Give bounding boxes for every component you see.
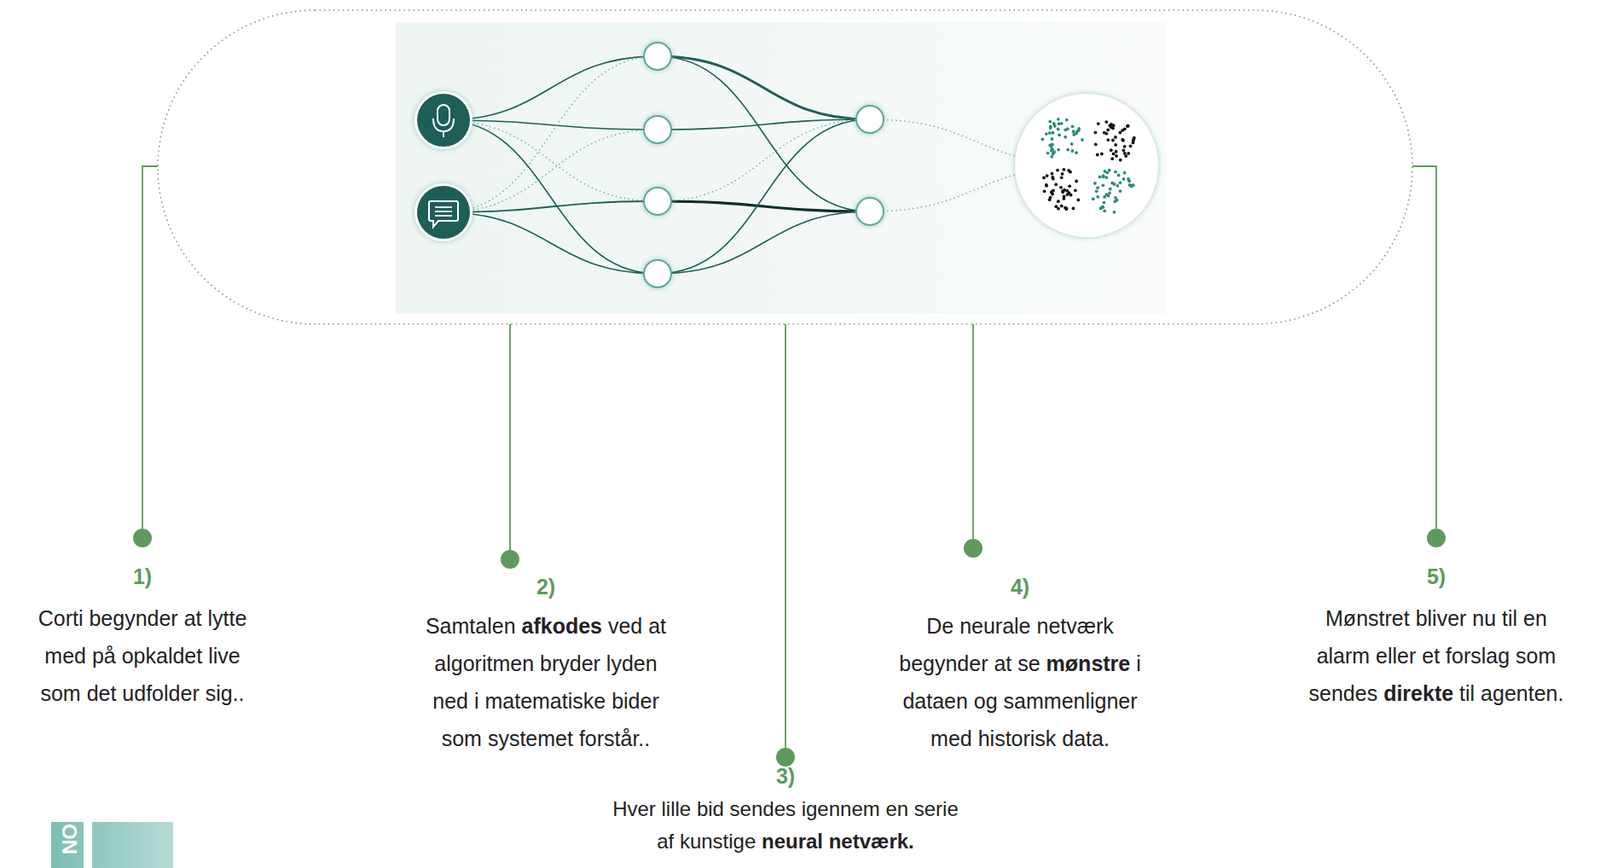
network-panel	[395, 22, 1166, 314]
cluster-plot	[1014, 93, 1159, 238]
callout-dot	[133, 528, 152, 548]
network-link	[443, 56, 658, 121]
callout-text: De neurale netværk begynder at se mønstr…	[898, 607, 1142, 758]
callout-number: 4)	[1010, 573, 1030, 600]
network-link	[657, 56, 870, 212]
neuron	[643, 260, 672, 288]
logo-bar	[83, 822, 93, 868]
neuron	[643, 115, 672, 144]
callout-number: 1)	[133, 563, 152, 590]
network-link	[657, 201, 870, 212]
network-link	[657, 211, 870, 274]
neuron	[856, 197, 884, 226]
callout-text: Samtalen afkodes ved at algoritmen bryde…	[425, 607, 667, 758]
leader-line	[142, 166, 158, 529]
network-link	[657, 119, 870, 274]
callout-number: 2)	[536, 573, 556, 600]
callout-number: 3)	[776, 763, 795, 789]
network-link	[443, 120, 658, 274]
callout-text: Mønstret bliver nu til en alarm eller et…	[1309, 599, 1565, 713]
callout-dot	[1426, 528, 1446, 548]
leader-line	[1412, 166, 1437, 529]
network-link	[443, 129, 658, 213]
network-link	[657, 56, 870, 120]
leader-line	[509, 324, 511, 551]
callout-dot	[500, 550, 520, 569]
network-link	[443, 56, 658, 213]
network-link	[657, 119, 870, 202]
dotted-outline	[157, 10, 1413, 325]
neuron	[856, 105, 884, 134]
neuron	[643, 42, 672, 70]
callout-text: Hver lille bid sendes igennem en serie a…	[612, 793, 959, 858]
logo-text: NO	[59, 823, 81, 855]
callout-number: 5)	[1426, 563, 1446, 590]
leader-line	[784, 324, 787, 748]
microphone-icon	[414, 91, 473, 150]
callout-dot	[776, 747, 795, 767]
callout-text: Corti begynder at lytte med på opkaldet …	[38, 599, 248, 713]
network-link	[443, 201, 658, 213]
network-link	[443, 212, 658, 274]
logo-block	[51, 822, 174, 868]
network-link	[443, 120, 658, 202]
chat-icon	[414, 183, 473, 242]
network-links	[443, 56, 1087, 274]
neuron	[643, 187, 672, 215]
callout-dot	[963, 539, 983, 558]
leader-line	[972, 324, 974, 540]
neurons	[643, 42, 884, 288]
